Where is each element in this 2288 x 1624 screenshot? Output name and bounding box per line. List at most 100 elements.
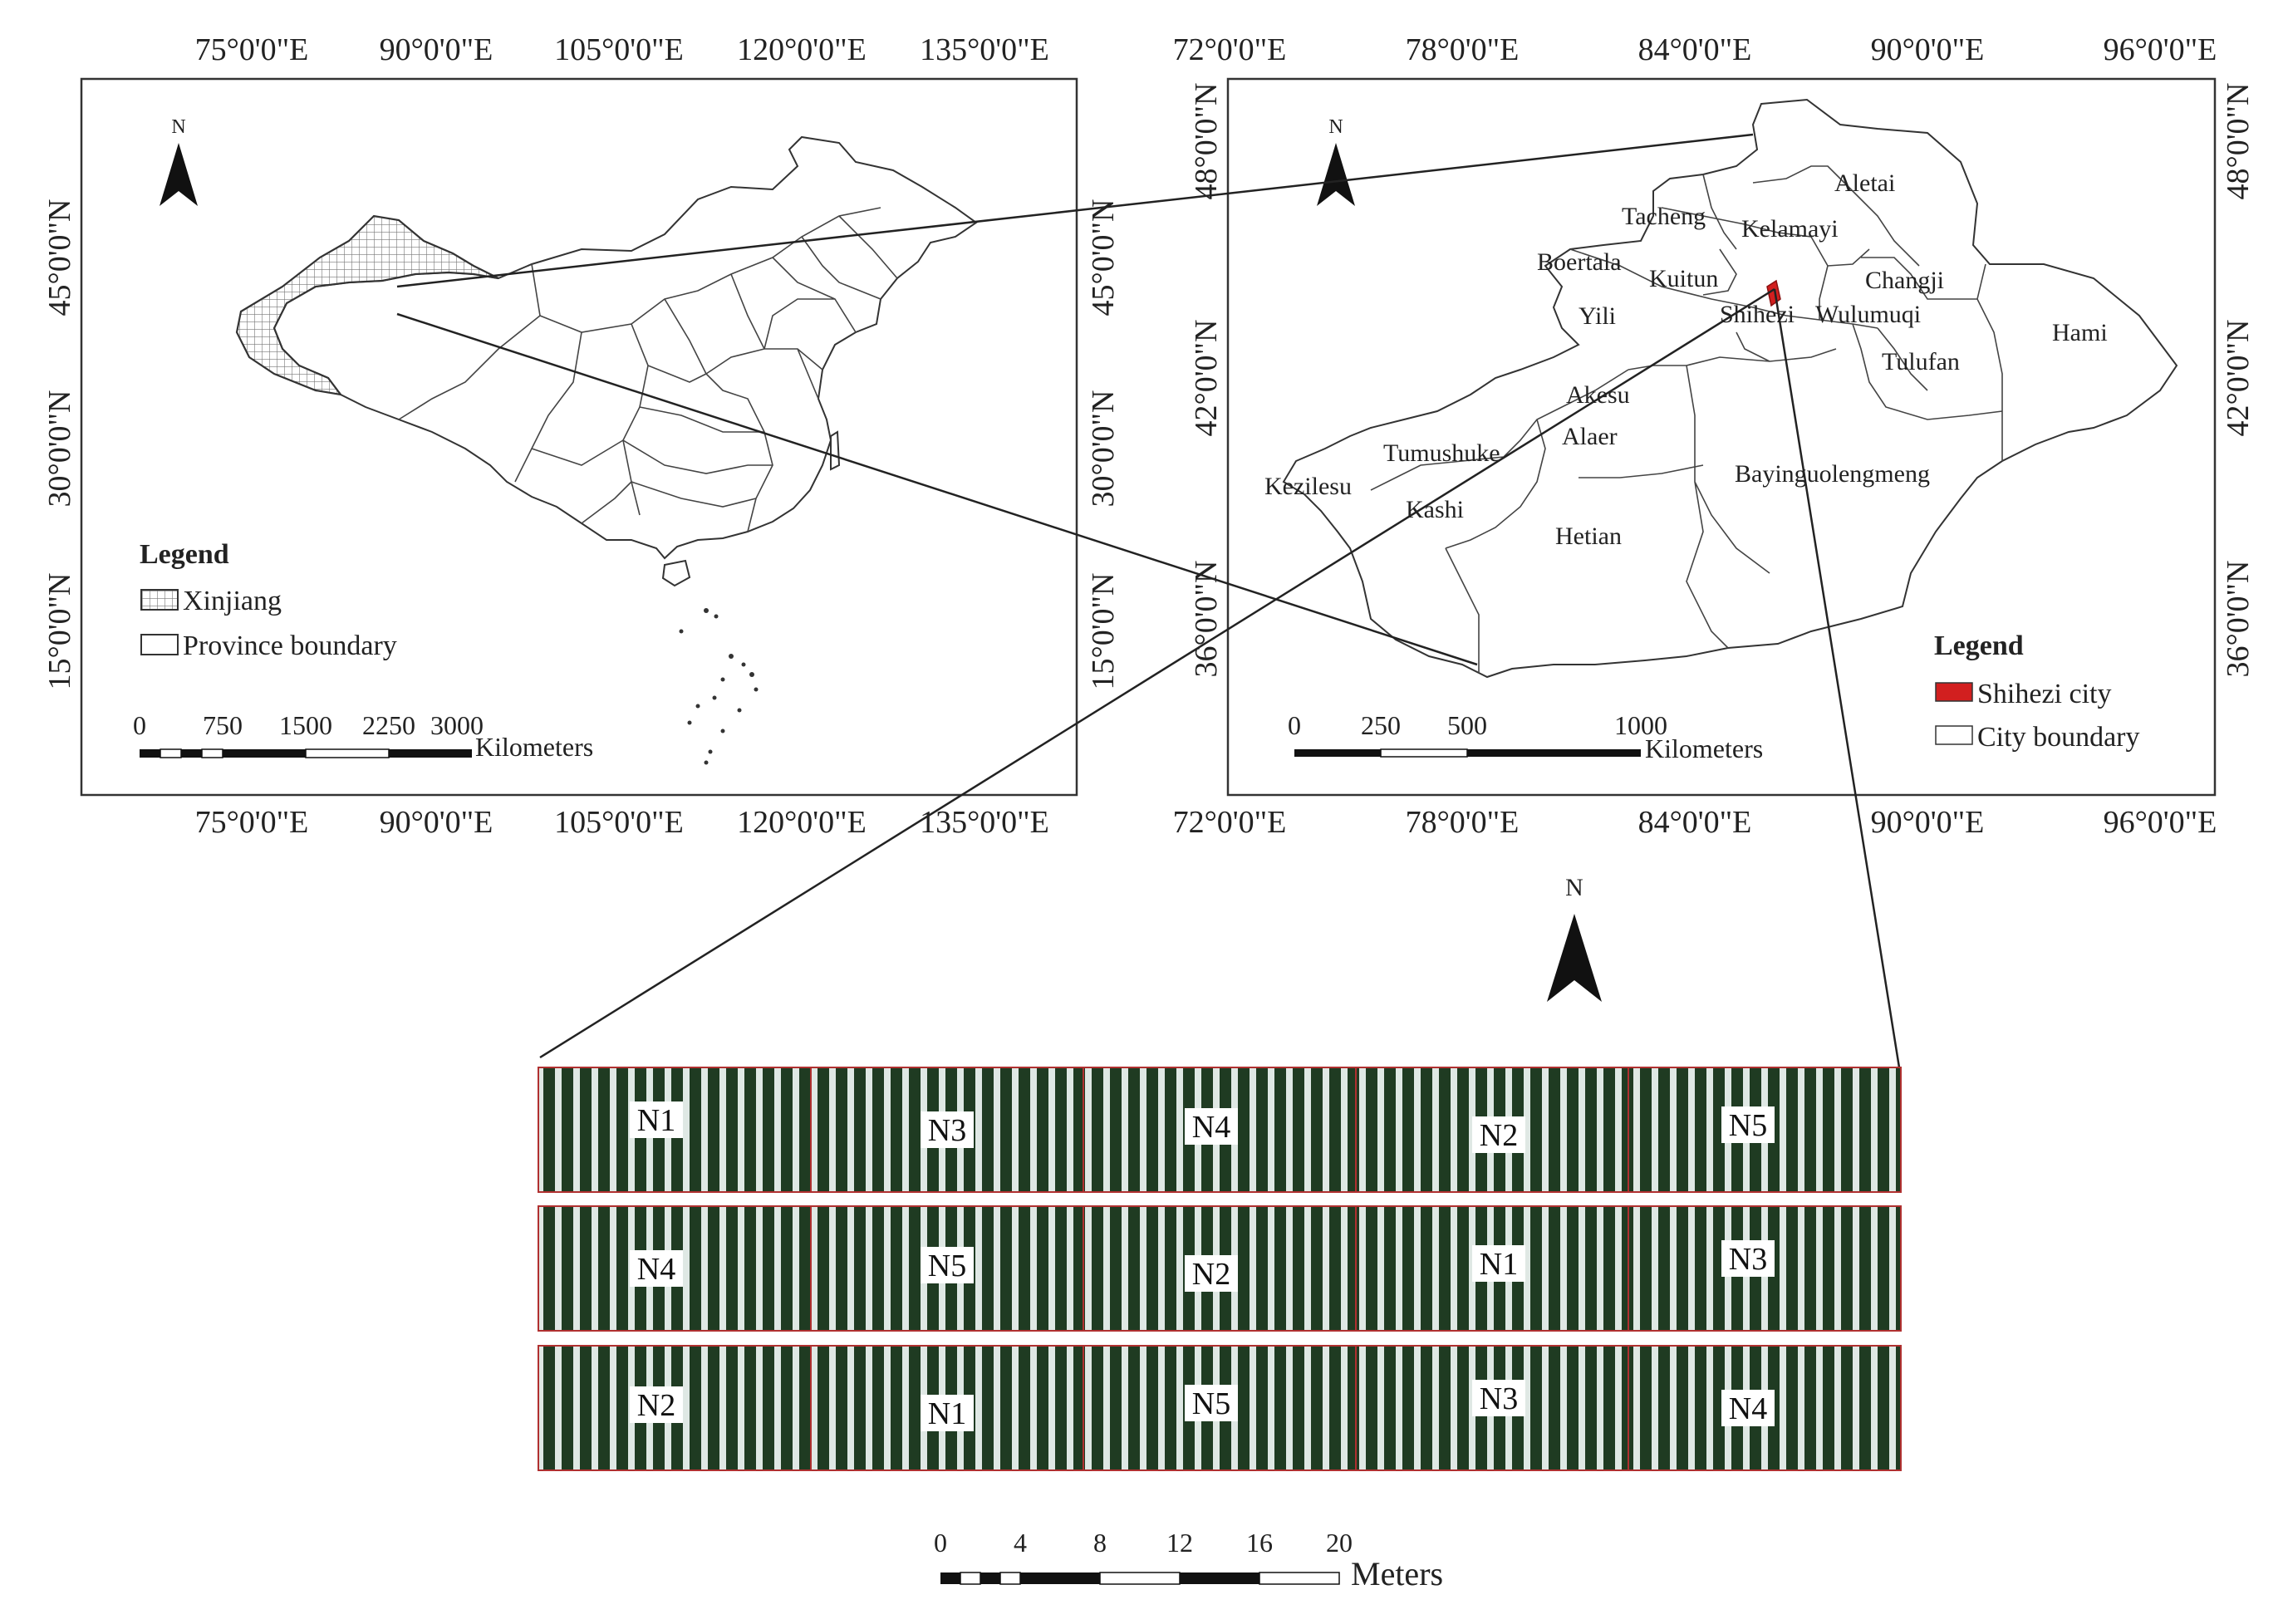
china-map-panel: 75°0'0"E 90°0'0"E 105°0'0"E 120°0'0"E 13…: [42, 32, 1121, 840]
plots-scale-tick: 12: [1166, 1528, 1193, 1558]
plot-cell: N2: [538, 1345, 812, 1471]
city-label: Yili: [1579, 302, 1616, 330]
city-boundary-swatch: [1935, 725, 1973, 745]
city-label: Aletai: [1834, 169, 1895, 197]
china-legend-item: Xinjiang: [183, 586, 282, 616]
xinjiang-right-lat-label: 48°0'0"N: [2221, 83, 2256, 200]
city-label: Boertala: [1537, 248, 1622, 276]
city-label: Bayinguolengmeng: [1735, 460, 1930, 488]
city-label: Kuitun: [1649, 265, 1718, 292]
xinjiang-scale-tick: 1000: [1614, 710, 1667, 740]
city-label: Wulumuqi: [1815, 301, 1921, 328]
china-legend-item: Province boundary: [183, 630, 397, 661]
china-bottom-lon-label: 135°0'0"E: [920, 805, 1049, 840]
plot-cell: N1: [810, 1345, 1084, 1471]
china-scale-tick: 1500: [279, 710, 332, 740]
china-north-label: N: [171, 116, 185, 138]
plot-cell: N4: [1083, 1067, 1357, 1193]
plot-cell: N5: [1083, 1345, 1357, 1471]
plot-label: N3: [1480, 1381, 1518, 1416]
plot-cell: N2: [1083, 1205, 1357, 1332]
xinjiang-scale-unit: Kilometers: [1645, 733, 1763, 763]
hainan-island: [661, 559, 691, 587]
city-label: Hetian: [1555, 523, 1622, 550]
plot-cell: N4: [538, 1205, 812, 1332]
xinjiang-legend-item: City boundary: [1977, 722, 2139, 753]
city-label: Shihezi: [1720, 301, 1795, 328]
plot-label-box: [630, 1250, 683, 1287]
china-bottom-lon-label: 120°0'0"E: [737, 805, 867, 840]
plot-label: N4: [1729, 1391, 1767, 1426]
xinjiang-bottom-lon-label: 78°0'0"E: [1406, 805, 1520, 840]
xinjiang-scale-tick: 250: [1361, 710, 1401, 740]
china-scale-bar: 0 750 1500 2250 3000 Kilometers: [133, 710, 593, 762]
xinjiang-legend: Legend Shihezi city City boundary: [1934, 630, 2139, 753]
plots-north-label: N: [1565, 874, 1583, 901]
xinjiang-top-lon-label: 90°0'0"E: [1871, 32, 1985, 67]
plot-label: N2: [637, 1388, 675, 1423]
plot-label-box: [1721, 1390, 1775, 1426]
china-bottom-lon-label: 90°0'0"E: [380, 805, 493, 840]
plots-scale-bar: 0 4 8 12 16 20 Meters: [934, 1528, 1443, 1592]
plot-label-box: [1472, 1116, 1525, 1153]
plot-label: N1: [637, 1103, 675, 1138]
city-label: Kezilesu: [1264, 473, 1352, 500]
plot-label: N3: [1729, 1242, 1767, 1277]
plot-cell: N5: [1628, 1067, 1902, 1193]
plot-cell: N4: [1628, 1345, 1902, 1471]
city-label: Kelamayi: [1741, 215, 1839, 243]
china-right-lat-label: 30°0'0"N: [1086, 390, 1121, 508]
south-sea-islands: [679, 608, 759, 765]
plot-cell: N3: [1628, 1205, 1902, 1332]
city-label: Alaer: [1562, 423, 1618, 450]
xinjiang-region: [235, 214, 499, 396]
xinjiang-top-lon-label: 72°0'0"E: [1173, 32, 1287, 67]
china-right-lat-label: 15°0'0"N: [1086, 573, 1121, 690]
china-scale-tick: 2250: [362, 710, 415, 740]
china-bottom-lon-label: 75°0'0"E: [195, 805, 309, 840]
xinjiang-map-panel: 72°0'0"E 78°0'0"E 84°0'0"E 90°0'0"E 96°0…: [1173, 32, 2256, 840]
plot-label-box: [1185, 1255, 1238, 1292]
china-legend: Legend Xinjiang Province boundary: [140, 539, 397, 661]
plot-label-box: [1721, 1106, 1775, 1143]
city-boundaries: [1370, 165, 2003, 673]
plot-label-box: [1472, 1245, 1525, 1282]
plot-cell: N1: [1355, 1205, 1629, 1332]
plot-label: N5: [928, 1249, 966, 1283]
city-label: Changji: [1865, 267, 1944, 294]
xinjiang-bottom-lon-label: 72°0'0"E: [1173, 805, 1287, 840]
city-label: Tumushuke: [1383, 439, 1500, 467]
plot-label: N2: [1480, 1118, 1518, 1153]
xinjiang-left-lat-label: 42°0'0"N: [1189, 320, 1224, 437]
north-arrow-icon: [1547, 914, 1602, 1002]
china-left-lat-label: 45°0'0"N: [42, 199, 77, 316]
xinjiang-legend-title: Legend: [1934, 630, 2024, 661]
china-north-arrow: N: [160, 116, 198, 206]
shihezi-swatch: [1935, 682, 1973, 702]
zoom-connector-lines: [396, 133, 1901, 1068]
plot-label: N5: [1729, 1108, 1767, 1143]
plot-label: N5: [1192, 1386, 1230, 1421]
xinjiang-left-lat-label: 36°0'0"N: [1189, 561, 1224, 678]
xinjiang-scale-tick: 500: [1447, 710, 1487, 740]
china-top-lon-label: 75°0'0"E: [195, 32, 309, 67]
plot-cell: N3: [810, 1067, 1084, 1193]
xinjiang-bottom-lon-label: 96°0'0"E: [2104, 805, 2217, 840]
xinjiang-top-lon-label: 84°0'0"E: [1638, 32, 1752, 67]
china-bottom-lon-label: 105°0'0"E: [554, 805, 684, 840]
plot-cell: N5: [810, 1205, 1084, 1332]
plot-label: N3: [928, 1113, 966, 1148]
china-scale-tick: 0: [133, 710, 146, 740]
xinjiang-right-lat-label: 42°0'0"N: [2221, 320, 2256, 437]
china-top-lon-label: 90°0'0"E: [380, 32, 493, 67]
xinjiang-scale-bar: 0 250 500 1000 Kilometers: [1288, 710, 1763, 763]
plot-label-box: [630, 1386, 683, 1423]
plots-scale-tick: 8: [1093, 1528, 1107, 1558]
city-label: Tacheng: [1622, 203, 1706, 230]
china-legend-title: Legend: [140, 539, 229, 570]
china-scale-unit: Kilometers: [475, 732, 593, 762]
province-boundaries: [398, 207, 898, 532]
